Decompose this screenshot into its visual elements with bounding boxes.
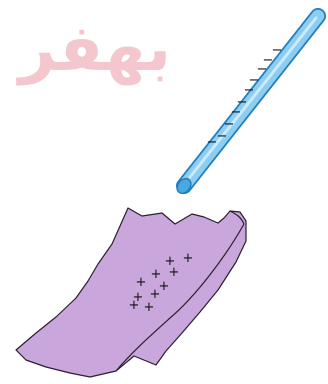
rod-end-cap: [176, 177, 192, 195]
rod-charges: −−−−−−−−−−: [207, 43, 283, 150]
negative-charge-mark-6: −: [237, 95, 248, 110]
positive-charge-mark-2: +: [183, 251, 194, 266]
positive-charge-mark-3: +: [151, 267, 162, 282]
negative-charge-mark-2: −: [263, 53, 274, 68]
positive-charge-mark-1: +: [165, 254, 176, 269]
positive-charge-mark-9: +: [144, 300, 155, 315]
svg-text:بهفر: بهفر: [16, 12, 171, 86]
cloth-fold-edge: [229, 210, 245, 225]
negative-charge-mark-10: −: [207, 135, 218, 150]
negative-charge-mark-9: −: [217, 129, 228, 144]
negative-charge-mark-1: −: [272, 43, 283, 58]
negative-charge-mark-7: −: [231, 105, 242, 120]
positive-charge-mark-5: +: [136, 275, 147, 290]
positive-charge-mark-10: +: [129, 298, 140, 313]
watermark-logo: بهفر: [16, 12, 171, 86]
negative-charge-mark-8: −: [224, 117, 235, 132]
cloth-sheet: [15, 207, 247, 378]
cloth-charges: ++++++++++: [129, 251, 194, 315]
charged-cloth: ++++++++++: [15, 207, 247, 378]
rod-highlight: [188, 16, 318, 179]
negative-charge-mark-3: −: [257, 62, 268, 77]
positive-charge-mark-4: +: [169, 265, 180, 280]
negative-charge-mark-5: −: [244, 83, 255, 98]
positive-charge-mark-7: +: [150, 287, 161, 302]
positive-charge-mark-8: +: [133, 290, 144, 305]
cloth-fold-line: [115, 223, 245, 372]
charged-rod: −−−−−−−−−−: [176, 8, 326, 195]
positive-charge-mark-6: +: [159, 279, 170, 294]
negative-charge-mark-4: −: [249, 73, 260, 88]
